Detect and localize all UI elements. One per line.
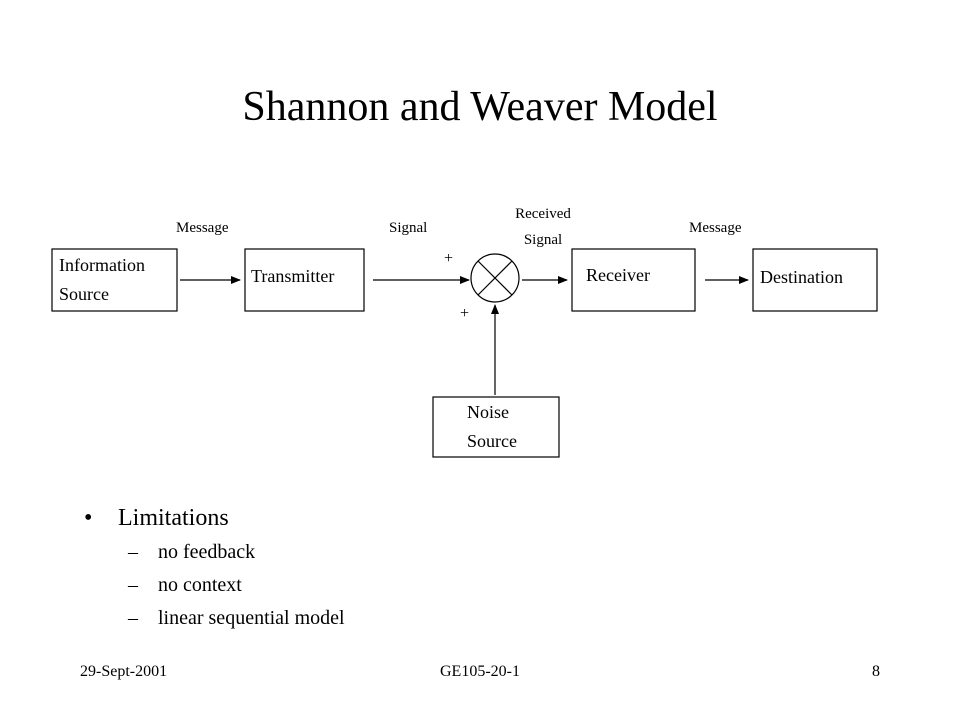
message-label-left: Message	[176, 220, 229, 236]
receiver-label: Receiver	[586, 265, 650, 285]
bullet-list: • Limitations – no feedback – no context…	[84, 500, 345, 635]
sub-list-container: – no feedback – no context – linear sequ…	[84, 536, 345, 635]
information-source-box	[51, 248, 178, 312]
sub-bullet-label: no feedback	[158, 541, 256, 563]
sub-bullet-no-feedback: – no feedback	[84, 536, 345, 569]
slide-title: Shannon and Weaver Model	[242, 84, 718, 130]
sub-bullet-list: – no feedback – no context – linear sequ…	[84, 536, 345, 635]
summing-junction	[470, 253, 520, 303]
sub-bullet-linear-sequential-model: – linear sequential model	[84, 602, 345, 635]
destination-label: Destination	[760, 267, 843, 287]
plus-sign-top: +	[444, 250, 453, 267]
signal-label: Signal	[389, 220, 427, 236]
dash-glyph: –	[128, 607, 138, 629]
dash-glyph: –	[128, 541, 138, 563]
dash-glyph: –	[128, 574, 138, 596]
noise-source-label-line2: Source	[467, 431, 517, 451]
noise-source-label-line1: Noise	[467, 402, 509, 422]
sub-bullet-label: linear sequential model	[158, 607, 345, 629]
receiver-box	[571, 248, 696, 312]
footer-date: 29-Sept-2001	[80, 663, 168, 680]
plus-sign-bottom: +	[460, 305, 469, 322]
bullet-dot: •	[84, 505, 93, 531]
sub-bullet-no-context: – no context	[84, 569, 345, 602]
bullet-limitations-label: Limitations	[118, 505, 229, 531]
information-source-label-line1: Information	[59, 255, 145, 275]
message-label-right: Message	[689, 220, 742, 236]
received-signal-label-line2: Signal	[524, 232, 562, 248]
bullet-limitations: • Limitations	[84, 500, 345, 536]
noise-source-box	[432, 396, 560, 458]
sub-bullet-label: no context	[158, 574, 242, 596]
transmitter-box	[244, 248, 365, 312]
destination-box	[752, 248, 878, 312]
information-source-label-line2: Source	[59, 284, 109, 304]
transmitter-label: Transmitter	[251, 266, 334, 286]
received-signal-label-line1: Received	[515, 206, 571, 222]
footer-course: GE105-20-1	[440, 663, 520, 680]
footer-page-number: 8	[872, 663, 880, 680]
